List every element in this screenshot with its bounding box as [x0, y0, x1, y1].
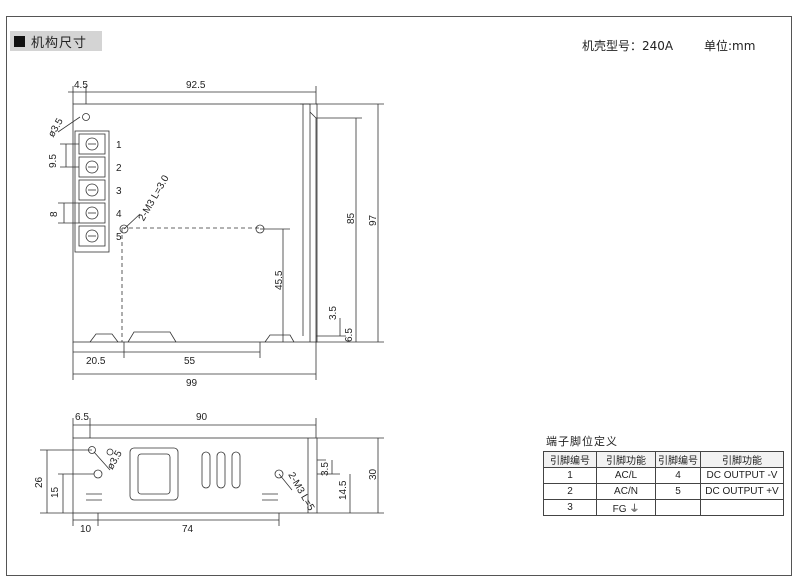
top-view-outline [72, 103, 318, 343]
top-view-inner-line [121, 227, 260, 342]
table-header-row: 引脚编号 引脚功能 引脚编号 引脚功能 [543, 451, 784, 468]
terminal-label-4: 4 [116, 209, 122, 220]
label-8: 8 [49, 211, 60, 217]
side-slots-right [262, 493, 278, 501]
terminal-label-3: 3 [116, 186, 122, 197]
label-20-5: 20.5 [86, 356, 106, 367]
table-cell: 3 [543, 499, 597, 516]
table-cell: 2 [543, 483, 597, 500]
header-pin-func-2: 引脚功能 [700, 451, 784, 468]
top-view-right-flange [300, 103, 317, 342]
table-cell: AC/L [596, 467, 656, 484]
side-view-right-flange [307, 438, 326, 513]
label-99: 99 [186, 378, 198, 389]
label-mount-holes-side: 2-M3 L=5 [285, 471, 316, 514]
table-cell [700, 499, 784, 516]
label-74: 74 [182, 524, 194, 535]
label-97: 97 [368, 214, 379, 226]
side-hole-mid [93, 469, 103, 479]
label-6-5-top: 6.5 [344, 328, 355, 342]
side-view-window-inner [137, 453, 171, 495]
dim-line-92-5 [72, 86, 317, 104]
label-3-5-top: 3.5 [328, 306, 339, 320]
top-mount-hole-left [119, 224, 129, 234]
label-14-5: 14.5 [338, 480, 349, 500]
dim-line-30 [317, 437, 384, 514]
table-cell: 1 [543, 467, 597, 484]
terminal-block [74, 130, 110, 253]
label-15: 15 [50, 486, 61, 498]
dim-line-3-5-top [316, 318, 346, 337]
top-mount-hole-corner [82, 113, 90, 121]
dim-line-8 [58, 202, 79, 224]
label-90: 90 [196, 412, 208, 423]
pin-table-title: 端子脚位定义 [546, 435, 618, 448]
table-cell: DC OUTPUT -V [700, 467, 784, 484]
leader-hole-dia-top [57, 116, 81, 133]
table-cell: FG ⏚ [596, 499, 656, 516]
label-9-5: 9.5 [48, 154, 59, 168]
leader-mount-top [123, 213, 141, 230]
table-cell: AC/N [596, 483, 656, 500]
table-cell [655, 499, 701, 516]
dim-line-9-5 [60, 143, 79, 168]
table-row: 2 AC/N 5 DC OUTPUT +V [543, 483, 784, 500]
dim-line-26 [40, 449, 92, 514]
side-view-outline [72, 437, 318, 514]
section-title-badge: 机构尺寸 [10, 31, 102, 51]
table-row: 1 AC/L 4 DC OUTPUT -V [543, 467, 784, 484]
side-hole-small [106, 448, 114, 456]
top-view-bottom-detail [89, 331, 295, 343]
label-55: 55 [184, 356, 196, 367]
case-model-label: 机壳型号：240A [582, 39, 674, 53]
terminal-label-2: 2 [116, 163, 122, 174]
label-hole-dia-side: ø3.5 [105, 448, 125, 471]
side-view-window [129, 447, 179, 501]
dim-line-10 [72, 513, 99, 526]
square-bullet-icon [14, 35, 25, 47]
label-3-5-side: 3.5 [320, 462, 331, 476]
side-mount-right [274, 469, 284, 479]
dim-line-3-5-side [317, 460, 340, 475]
pin-definition-table: 引脚编号 引脚功能 引脚编号 引脚功能 1 AC/L 4 DC OUTPUT -… [543, 451, 784, 516]
label-45-5: 45.5 [274, 270, 285, 290]
terminal-block-screws [78, 133, 106, 247]
dim-line-55 [124, 342, 261, 358]
label-85: 85 [346, 212, 357, 224]
header-pin-no-2: 引脚编号 [655, 451, 701, 468]
leader-hole-dia-side [93, 451, 111, 471]
table-cell: DC OUTPUT +V [700, 483, 784, 500]
label-10: 10 [80, 524, 92, 535]
terminal-label-1: 1 [116, 140, 122, 151]
side-view-vent-slots [201, 451, 241, 489]
section-title: 机构尺寸 [31, 35, 88, 51]
leader-mount-side [278, 473, 293, 491]
label-hole-dia-top: ø3.5 [46, 116, 66, 139]
header-pin-no-1: 引脚编号 [543, 451, 597, 468]
drawing-frame [6, 16, 792, 576]
table-row: 3 FG ⏚ [543, 499, 784, 516]
label-6-5-side: 6.5 [75, 412, 89, 423]
label-30: 30 [368, 468, 379, 480]
label-mount-holes-top: 2-M3 L=3.0 [137, 173, 172, 223]
header-pin-func-1: 引脚功能 [596, 451, 656, 468]
label-26: 26 [34, 476, 45, 488]
dim-line-97 [316, 103, 384, 343]
terminal-label-5: 5 [116, 232, 122, 243]
dim-line-45-5 [260, 228, 290, 342]
dim-line-85 [316, 117, 362, 336]
table-cell: 4 [655, 467, 701, 484]
dim-line-6-5 [72, 418, 90, 438]
unit-label: 单位:mm [704, 39, 756, 53]
dim-line-90 [89, 418, 317, 438]
label-4-5: 4.5 [74, 80, 88, 91]
dim-line-15 [58, 473, 94, 513]
table-cell: 5 [655, 483, 701, 500]
side-slots-left [86, 493, 102, 501]
dim-line-99 [73, 342, 317, 380]
dim-line-74 [98, 513, 280, 526]
label-92-5: 92.5 [186, 80, 206, 91]
